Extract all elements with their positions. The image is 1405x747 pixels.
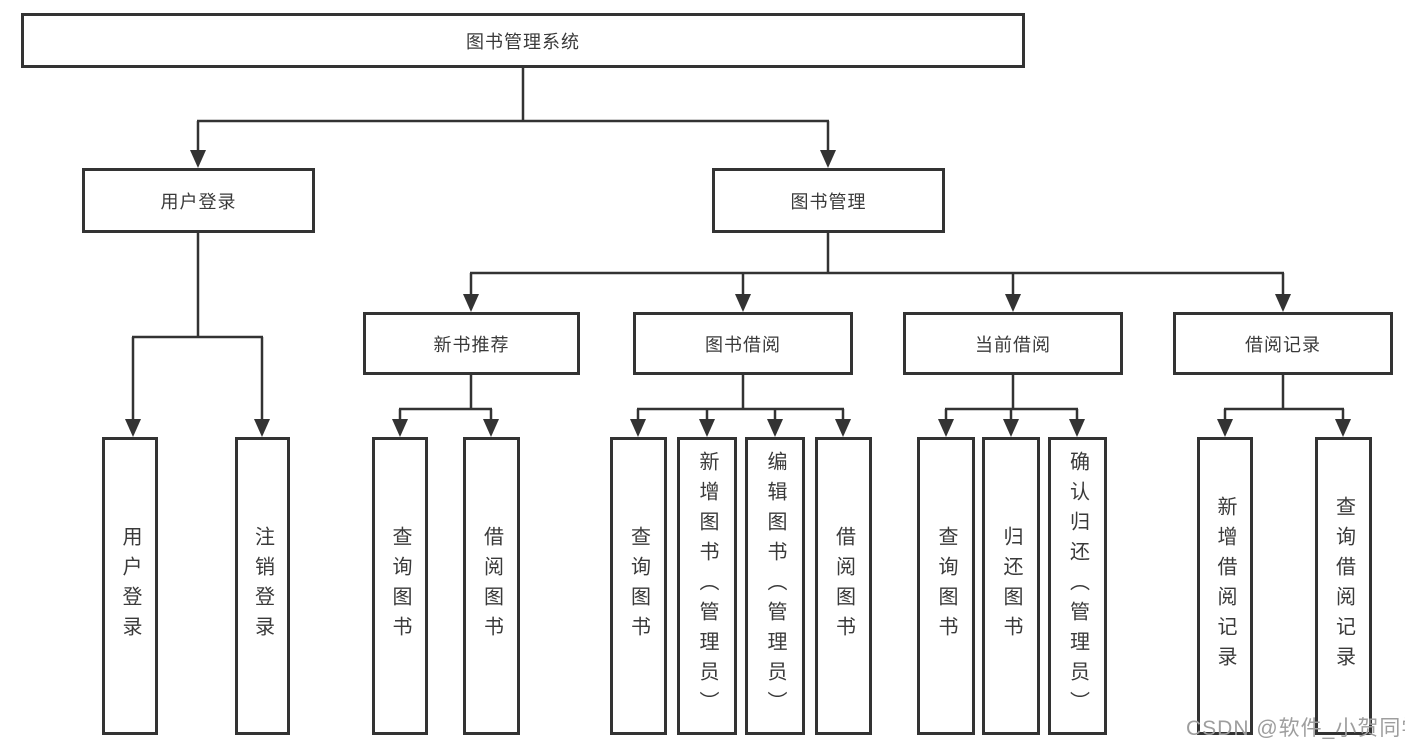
watermark-text: CSDN @软件_小贺同学 (1186, 717, 1405, 740)
leaf-user-login: 用户登录 (102, 437, 158, 735)
node-root: 图书管理系统 (21, 13, 1025, 68)
leaf-user-login-label: 用户登录 (119, 526, 141, 646)
leaf-query-books-current: 查询图书 (917, 437, 975, 735)
leaf-edit-book-admin-label: 编辑图书（管理员） (764, 451, 786, 721)
leaf-query-books-borrow: 查询图书 (610, 437, 667, 735)
node-book-management: 图书管理 (712, 168, 945, 233)
leaf-edit-book-admin: 编辑图书（管理员） (745, 437, 805, 735)
node-current-borrowing: 当前借阅 (903, 312, 1123, 375)
node-book-borrowing: 图书借阅 (633, 312, 853, 375)
node-new-book-recommend: 新书推荐 (363, 312, 580, 375)
leaf-return-book-label: 归还图书 (1000, 526, 1022, 646)
leaf-add-book-admin: 新增图书（管理员） (677, 437, 737, 735)
leaf-borrow-books-borrow: 借阅图书 (815, 437, 872, 735)
leaf-logout: 注销登录 (235, 437, 290, 735)
leaf-query-borrow-record: 查询借阅记录 (1315, 437, 1372, 735)
leaf-confirm-return-admin: 确认归还（管理员） (1048, 437, 1107, 735)
node-borrowing-records: 借阅记录 (1173, 312, 1393, 375)
leaf-return-book: 归还图书 (982, 437, 1040, 735)
leaf-borrow-books-recommend: 借阅图书 (463, 437, 520, 735)
leaf-query-books-borrow-label: 查询图书 (627, 526, 650, 646)
node-new-book-recommend-label: 新书推荐 (433, 334, 510, 355)
leaf-borrow-books-borrow-label: 借阅图书 (832, 526, 855, 646)
node-user-login-label: 用户登录 (160, 191, 237, 212)
leaf-query-books-recommend-label: 查询图书 (389, 526, 411, 646)
leaf-query-borrow-record-label: 查询借阅记录 (1332, 496, 1355, 676)
leaf-add-book-admin-label: 新增图书（管理员） (696, 451, 718, 721)
node-user-login: 用户登录 (82, 168, 315, 233)
leaf-query-books-recommend: 查询图书 (372, 437, 428, 735)
leaf-add-borrow-record-label: 新增借阅记录 (1214, 496, 1236, 676)
node-current-borrowing-label: 当前借阅 (975, 334, 1051, 355)
node-book-management-label: 图书管理 (790, 191, 867, 212)
leaf-query-books-current-label: 查询图书 (935, 526, 957, 646)
node-root-label: 图书管理系统 (466, 31, 580, 52)
leaf-add-borrow-record: 新增借阅记录 (1197, 437, 1253, 735)
leaf-logout-label: 注销登录 (251, 526, 274, 646)
leaf-borrow-books-recommend-label: 借阅图书 (480, 526, 503, 646)
node-book-borrowing-label: 图书借阅 (705, 334, 781, 355)
leaf-confirm-return-admin-label: 确认归还（管理员） (1066, 451, 1089, 721)
node-borrowing-records-label: 借阅记录 (1245, 334, 1321, 355)
